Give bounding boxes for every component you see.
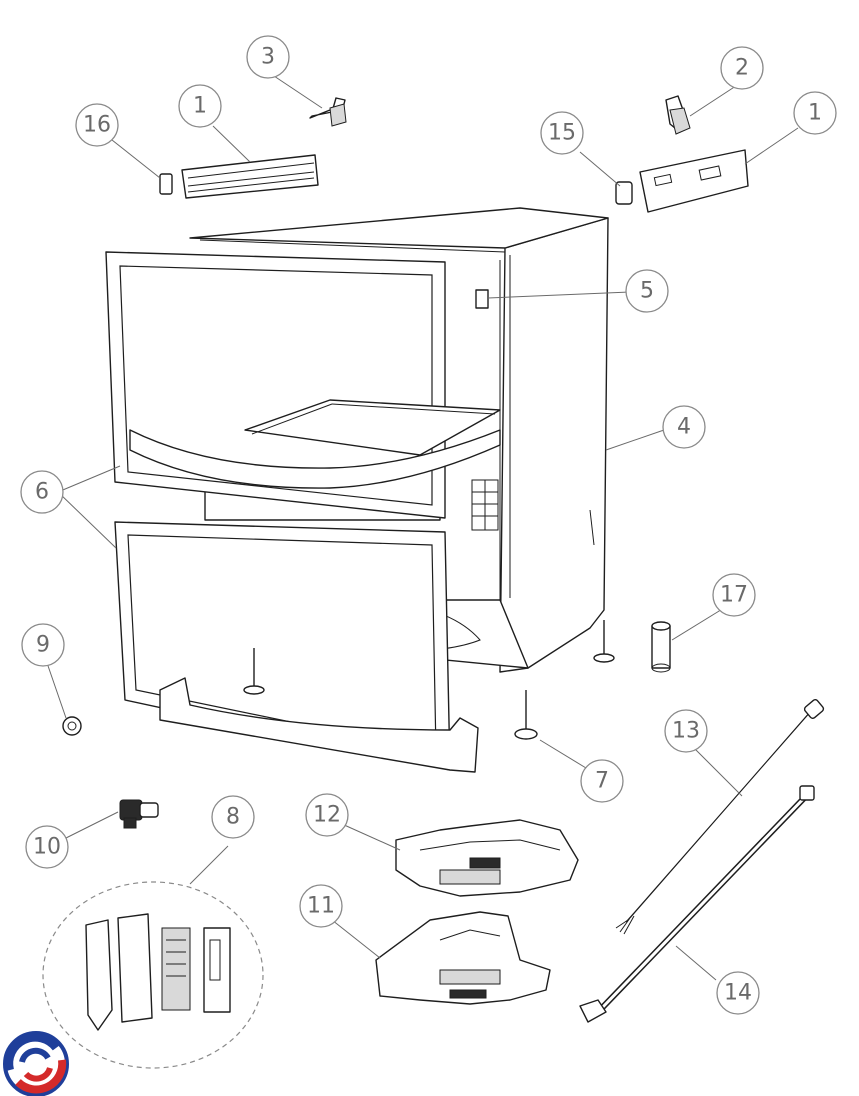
grommet-part-9 [62,716,82,736]
callout-12: 12 [305,793,349,837]
housing-part-12 [395,819,579,897]
svg-text:5: 5 [640,279,654,304]
control-module-part-8 [42,881,264,1069]
power-cord-part-13 [615,699,825,935]
svg-text:10: 10 [33,835,61,860]
drain-hose-part-14 [579,785,815,1023]
callout-11: 11 [299,884,343,928]
callout-6: 6 [20,470,64,514]
callout-16: 16 [75,103,119,147]
bracket-part-5 [475,289,489,309]
callout-5: 5 [625,269,669,313]
rail-left-part [159,154,319,199]
svg-text:3: 3 [261,45,275,70]
hinge-part-3 [309,97,347,127]
svg-text:7: 7 [595,769,609,794]
callout-7: 7 [580,759,624,803]
housing-part-11 [375,911,551,1005]
vent-grid [471,479,499,531]
svg-text:6: 6 [35,480,49,505]
svg-text:8: 8 [226,805,240,830]
callout-13: 13 [664,709,708,753]
svg-text:12: 12 [313,803,341,828]
callout-15: 15 [540,111,584,155]
callout-4: 4 [662,405,706,449]
callout-3: 3 [246,35,290,79]
valve-part-10 [119,799,159,829]
clip-part-16 [159,173,173,195]
hinge-part-2 [665,95,691,135]
svg-text:14: 14 [724,981,752,1006]
svg-text:4: 4 [677,415,691,440]
svg-text:2: 2 [735,56,749,81]
leader-lines [45,71,799,981]
svg-text:11: 11 [307,894,335,919]
svg-text:13: 13 [672,719,700,744]
svg-text:1: 1 [193,94,207,119]
svg-text:17: 17 [720,583,748,608]
leveling-feet [243,620,615,740]
svg-text:16: 16 [83,113,111,138]
brand-swirl-logo [3,1031,69,1096]
rail-right-part [615,149,749,213]
svg-text:15: 15 [548,121,576,146]
callout-1b: 1 [793,91,837,135]
upper-frame [105,251,501,519]
callout-8: 8 [211,795,255,839]
svg-text:1: 1 [808,101,822,126]
callout-9: 9 [21,623,65,667]
callout-1a: 1 [178,84,222,128]
lower-frame [114,521,479,773]
callout-2: 2 [720,46,764,90]
callout-14: 14 [716,971,760,1015]
cylinder-part-17 [651,621,671,673]
clip-part-15 [615,181,633,205]
callout-10: 10 [25,825,69,869]
callout-17: 17 [712,573,756,617]
svg-text:9: 9 [36,633,50,658]
